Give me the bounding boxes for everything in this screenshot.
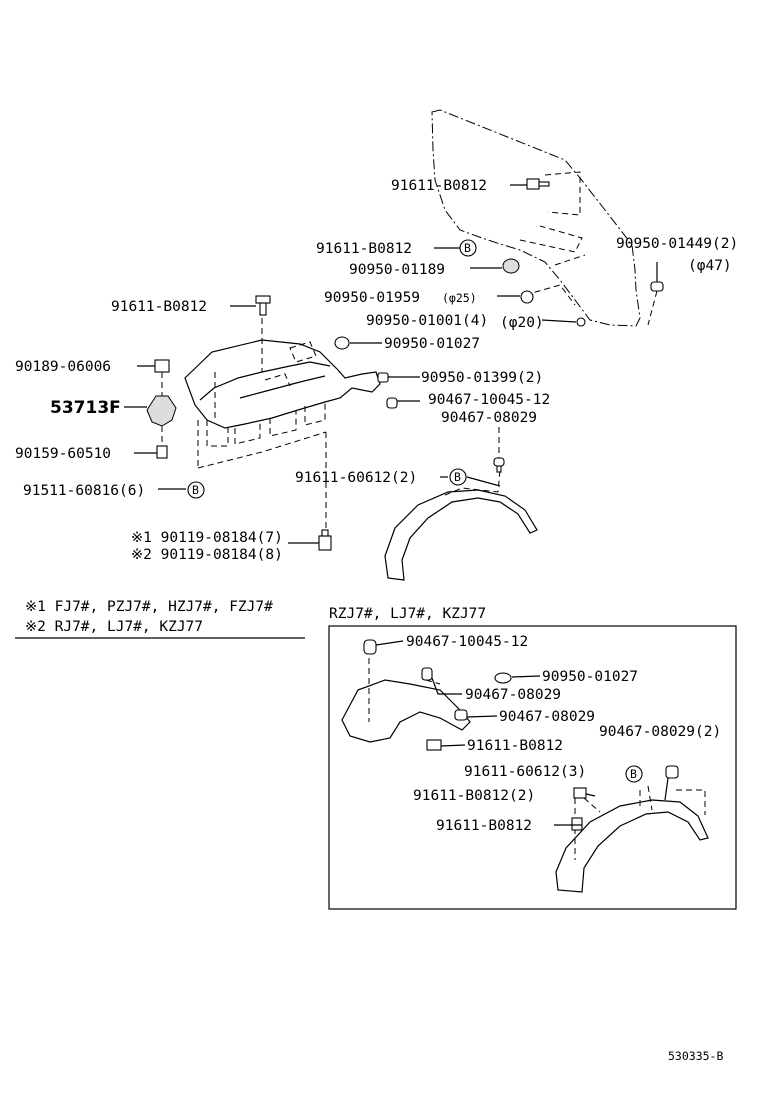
clip-icon <box>647 262 664 326</box>
marker-letter: B <box>630 767 637 781</box>
bolt-icon <box>571 817 583 831</box>
clip-icon <box>493 457 505 473</box>
part-label: (φ25) <box>442 291 477 305</box>
model-note: ※2 RJ7#, LJ7#, KZJ77 <box>25 619 203 635</box>
part-label: 90950-01449(2) <box>616 236 738 252</box>
marker-letter: B <box>454 470 461 484</box>
part-label: ※2 90119-08184(8) <box>131 547 283 563</box>
drawing-code: 530335-B <box>668 1049 723 1063</box>
part-label: (φ47) <box>688 258 732 274</box>
part-label: 90950-01189 <box>349 262 445 278</box>
part-label: 90950-01399(2) <box>421 370 543 386</box>
leader-lines <box>124 184 577 544</box>
grommet-icon <box>520 290 534 304</box>
bolt-icon <box>255 295 271 316</box>
part-label: 90189-06006 <box>15 359 111 375</box>
part-label: (φ20) <box>500 315 544 331</box>
part-label: 91611-B0812 <box>391 178 487 194</box>
grommet-icon <box>502 258 520 274</box>
clip-icon <box>386 397 398 409</box>
inset-part-label: 90467-10045-12 <box>406 634 528 650</box>
part-label: ※1 90119-08184(7) <box>131 530 283 546</box>
inset-part-label: 91611-60612(3) <box>464 764 586 780</box>
inset-part-label: 91611-B0812 <box>436 818 532 834</box>
inset-part-label: 91611-B0812(2) <box>413 788 535 804</box>
part-label: 91611-60612(2) <box>295 470 417 486</box>
clip-icon <box>665 765 679 779</box>
bolt-icon <box>318 529 332 551</box>
wheel-well-liner <box>384 469 538 581</box>
cap-icon <box>334 336 350 350</box>
inset-title: RZJ7#, LJ7#, KZJ77 <box>329 606 486 622</box>
inset-drawing <box>341 639 709 893</box>
bolt-icon <box>526 178 550 190</box>
clip-icon <box>421 667 433 681</box>
model-note: ※1 FJ7#, PZJ7#, HZJ7#, FZJ7# <box>25 599 273 615</box>
fasteners <box>154 178 664 551</box>
marker-letter: B <box>464 241 471 255</box>
plug-icon <box>576 317 586 327</box>
inset-part-label: 90467-08029 <box>499 709 595 725</box>
inset-part-label: 90467-08029 <box>465 687 561 703</box>
part-label: 90159-60510 <box>15 446 111 462</box>
bolt-icon <box>573 787 587 799</box>
nut-icon <box>154 359 170 373</box>
inset-part-label: 90950-01027 <box>542 669 638 685</box>
clip-icon <box>377 372 389 383</box>
part-label: 90950-01001(4) <box>366 313 488 329</box>
marker-letter: B <box>192 483 199 497</box>
part-label: 53713F <box>50 398 121 418</box>
reference-marker-b <box>187 239 643 783</box>
engine-under-cover <box>184 318 381 530</box>
fender-liner-panel <box>431 109 641 327</box>
side-cover-part <box>146 372 177 446</box>
clip-icon <box>363 639 377 655</box>
part-label: 90950-01027 <box>384 336 480 352</box>
bolt-icon <box>426 739 442 751</box>
screw-icon <box>156 445 168 459</box>
inset-part-label: 90467-08029(2) <box>599 724 721 740</box>
part-label: 90950-01959 <box>324 290 420 306</box>
part-label: 90467-08029 <box>441 410 537 426</box>
clip-icon <box>454 709 468 721</box>
inset-part-label: 91611-B0812 <box>467 738 563 754</box>
part-label: 91611-B0812 <box>316 241 412 257</box>
cap-icon <box>494 672 512 684</box>
part-label: 91511-60816(6) <box>23 483 145 499</box>
part-label: 91611-B0812 <box>111 299 207 315</box>
inset-frame <box>328 625 737 910</box>
part-label: 90467-10045-12 <box>428 392 550 408</box>
